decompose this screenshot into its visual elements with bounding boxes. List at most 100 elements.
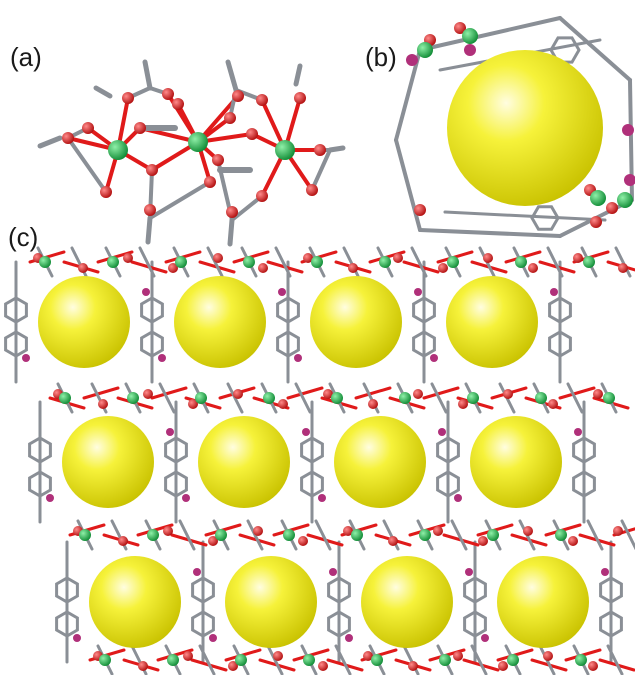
oxygen-atom	[62, 132, 74, 144]
oxygen-atom	[348, 263, 358, 273]
pore-sphere	[310, 276, 402, 368]
pore-sphere	[361, 556, 453, 648]
bond	[225, 59, 239, 93]
pore-sphere	[334, 416, 426, 508]
metal-atom	[331, 392, 343, 404]
oxygen-atom	[613, 526, 623, 536]
oxygen-atom	[498, 661, 508, 671]
oxygen-atom	[224, 112, 236, 124]
oxygen-atom	[543, 651, 553, 661]
oxygen-atom	[226, 206, 238, 218]
panel-label-c: (c)	[8, 222, 39, 252]
benzene-ring	[412, 296, 436, 324]
bond	[138, 246, 156, 278]
phosphorus-atom	[438, 428, 446, 436]
oxygen-atom	[458, 399, 468, 409]
oxygen-atom	[618, 263, 628, 273]
bond	[470, 644, 488, 675]
oxygen-atom	[78, 263, 88, 273]
phosphorus-atom	[158, 354, 166, 362]
oxygen-atom	[212, 154, 224, 166]
metal-atom	[99, 654, 111, 666]
bond	[334, 644, 352, 675]
benzene-ring	[191, 576, 215, 604]
benzene-ring	[599, 576, 623, 604]
oxygen-atom	[273, 651, 283, 661]
benzene-ring	[548, 330, 572, 358]
metal-atom	[467, 392, 479, 404]
benzene-ring	[548, 296, 572, 324]
metal-atom	[555, 529, 567, 541]
benzene-ring	[140, 296, 164, 324]
pore-sphere	[62, 416, 154, 508]
metal-atom	[603, 392, 615, 404]
benzene-ring	[572, 436, 596, 464]
metal-atom	[507, 654, 519, 666]
phosphorus-atom	[622, 124, 634, 136]
bond	[37, 135, 63, 149]
metal-atom	[243, 256, 255, 268]
metal-atom	[439, 654, 451, 666]
oxygen-atom	[246, 128, 258, 140]
phosphorus-atom	[624, 174, 635, 186]
bond	[418, 228, 562, 238]
bond	[142, 59, 153, 91]
metal-atom	[167, 654, 179, 666]
bond	[410, 246, 428, 278]
bond	[327, 145, 346, 153]
benzene-ring	[549, 36, 581, 64]
metal-atom	[303, 654, 315, 666]
oxygen-atom	[168, 263, 178, 273]
oxygen-atom	[294, 92, 306, 104]
metal-atom	[379, 256, 391, 268]
oxygen-atom	[118, 536, 128, 546]
oxygen-atom	[454, 22, 466, 34]
oxygen-atom	[453, 651, 463, 661]
pore-sphere	[497, 556, 589, 648]
phosphorus-atom	[318, 494, 326, 502]
phosphorus-atom	[414, 288, 422, 296]
oxygen-atom	[413, 389, 423, 399]
bond	[158, 382, 176, 414]
oxygen-atom	[588, 661, 598, 671]
benzene-ring	[599, 610, 623, 638]
metal-atom	[215, 529, 227, 541]
phosphorus-atom	[464, 44, 476, 56]
bond	[198, 644, 216, 675]
pore-sphere	[198, 416, 290, 508]
phosphorus-atom	[465, 568, 473, 576]
metal-atom	[235, 654, 247, 666]
oxygen-atom	[172, 98, 184, 110]
oxygen-atom	[363, 651, 373, 661]
pore-sphere	[447, 50, 603, 206]
phosphorus-atom	[209, 634, 217, 642]
metal-atom	[263, 392, 275, 404]
bond	[354, 386, 392, 400]
benzene-ring	[463, 610, 487, 638]
bond	[286, 386, 324, 400]
phosphorus-atom	[481, 634, 489, 642]
oxygen-atom	[98, 399, 108, 409]
metal-atom	[590, 190, 606, 206]
oxygen-atom	[82, 122, 94, 134]
metal-atom	[283, 529, 295, 541]
metal-atom	[147, 529, 159, 541]
bond	[148, 180, 212, 220]
benzene-ring	[140, 330, 164, 358]
benzene-ring	[276, 296, 300, 324]
metal-atom	[107, 256, 119, 268]
metal-atom	[487, 529, 499, 541]
phosphorus-atom	[329, 568, 337, 576]
oxygen-atom	[144, 204, 156, 216]
benzene-ring	[164, 470, 188, 498]
oxygen-atom	[204, 176, 216, 188]
oxygen-atom	[163, 526, 173, 536]
oxygen-atom	[233, 389, 243, 399]
bond	[418, 16, 562, 52]
bond	[178, 519, 196, 551]
metal-atom	[351, 529, 363, 541]
oxygen-atom	[146, 164, 158, 176]
pore-sphere	[446, 276, 538, 368]
oxygen-atom	[100, 186, 112, 198]
oxygen-atom	[258, 263, 268, 273]
